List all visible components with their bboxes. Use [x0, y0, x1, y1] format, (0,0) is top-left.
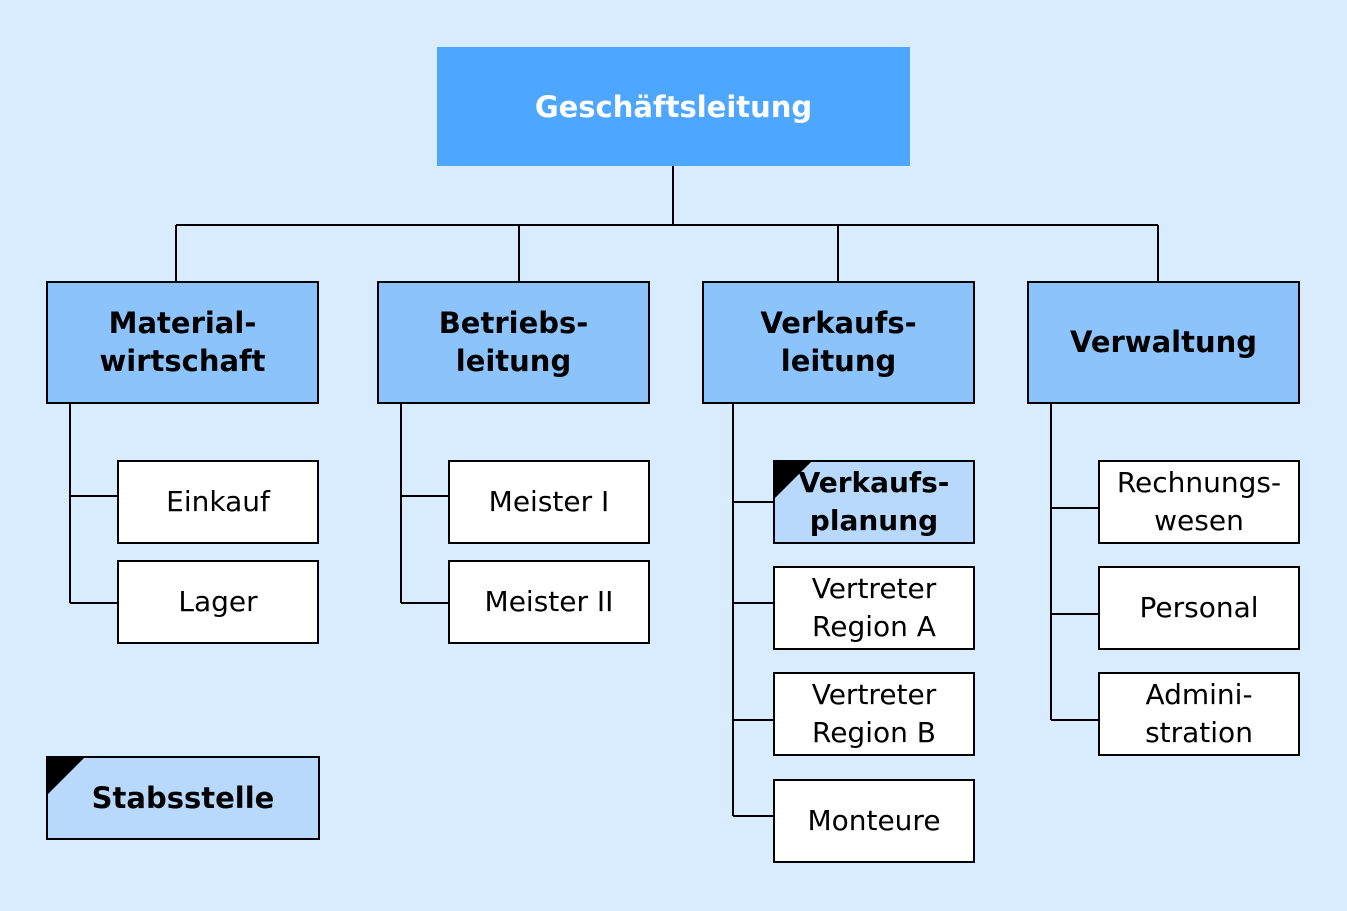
department-label: Verkaufs- leitung	[760, 305, 917, 378]
unit-label: Monteure	[807, 804, 941, 838]
unit-label: Lager	[178, 585, 258, 619]
department-operations: Betriebs- leitung	[377, 281, 650, 404]
department-label: Material- wirtschaft	[99, 305, 266, 378]
unit-label: Meister I	[488, 485, 610, 519]
legend-corner-marker	[48, 758, 84, 794]
unit-meister-2: Meister II	[448, 560, 650, 644]
department-material: Material- wirtschaft	[46, 281, 319, 404]
unit-label: Vertreter Region A	[811, 572, 937, 643]
unit-label: Verkaufs- planung	[798, 466, 950, 537]
unit-label: Einkauf	[166, 485, 270, 519]
unit-label: Meister II	[484, 585, 614, 619]
root-label: Geschäftsleitung	[534, 89, 813, 124]
unit-personal: Personal	[1098, 566, 1300, 650]
unit-lager: Lager	[117, 560, 319, 644]
unit-label: Vertreter Region B	[811, 678, 937, 749]
department-sales: Verkaufs- leitung	[702, 281, 975, 404]
department-label: Verwaltung	[1069, 324, 1258, 359]
department-label: Betriebs- leitung	[438, 305, 589, 378]
staff-unit-verkaufsplanung: Verkaufs- planung	[773, 460, 975, 544]
staff-corner-marker	[775, 462, 811, 498]
unit-label: Admini- stration	[1145, 678, 1253, 749]
unit-meister-1: Meister I	[448, 460, 650, 544]
unit-label: Rechnungs- wesen	[1116, 466, 1282, 537]
unit-rechnungswesen: Rechnungs- wesen	[1098, 460, 1300, 544]
unit-einkauf: Einkauf	[117, 460, 319, 544]
legend-label: Stabsstelle	[91, 781, 275, 815]
unit-vertreter-region-a: Vertreter Region A	[773, 566, 975, 650]
root-node: Geschäftsleitung	[437, 47, 910, 166]
unit-monteure: Monteure	[773, 779, 975, 863]
unit-administration: Admini- stration	[1098, 672, 1300, 756]
unit-vertreter-region-b: Vertreter Region B	[773, 672, 975, 756]
legend-staff-position: Stabsstelle	[46, 756, 320, 840]
department-administration: Verwaltung	[1027, 281, 1300, 404]
unit-label: Personal	[1139, 591, 1259, 625]
